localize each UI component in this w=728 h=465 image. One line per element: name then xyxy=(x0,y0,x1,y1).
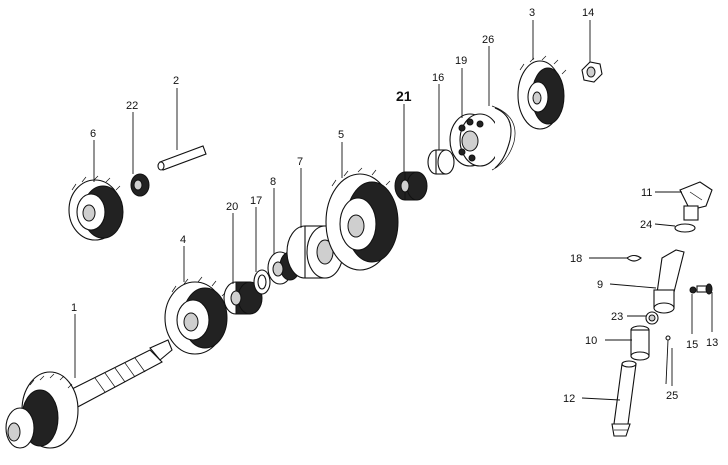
part-labels: 1 2 3 4 5 6 7 8 9 10 11 12 13 14 15 16 1… xyxy=(71,7,718,405)
part-21-needle-bearing xyxy=(394,171,428,201)
label-10: 10 xyxy=(585,335,597,347)
part-24-o-ring xyxy=(674,223,696,233)
label-20: 20 xyxy=(226,201,238,213)
label-1: 1 xyxy=(71,302,77,314)
label-3: 3 xyxy=(529,7,535,19)
part-9-shift-shaft xyxy=(653,249,685,314)
part-17-ring xyxy=(253,269,271,295)
label-7: 7 xyxy=(297,156,303,168)
part-19-ball-bearing xyxy=(449,113,501,167)
part-6-gear xyxy=(68,175,124,241)
part-11-arm xyxy=(679,181,713,221)
label-14: 14 xyxy=(582,7,594,19)
leader-lines xyxy=(74,20,713,401)
label-9: 9 xyxy=(597,279,603,291)
label-17: 17 xyxy=(250,195,262,207)
part-1-mainshaft xyxy=(5,339,173,449)
part-13-bolt xyxy=(696,283,713,295)
label-12: 12 xyxy=(563,393,575,405)
part-25-pin xyxy=(665,335,671,385)
label-22: 22 xyxy=(126,100,138,112)
label-15: 15 xyxy=(686,339,698,351)
label-21: 21 xyxy=(396,88,412,104)
label-24: 24 xyxy=(640,219,652,231)
part-23-collar xyxy=(645,311,659,325)
label-18: 18 xyxy=(570,253,582,265)
label-25: 25 xyxy=(666,390,678,402)
label-5: 5 xyxy=(338,129,344,141)
label-19: 19 xyxy=(455,55,467,67)
part-7-synchro-sleeve xyxy=(286,225,344,279)
part-12-shaft xyxy=(611,360,637,437)
label-26: 26 xyxy=(482,34,494,46)
part-15-washer xyxy=(689,286,697,294)
part-16-collar xyxy=(427,149,455,175)
label-23: 23 xyxy=(611,311,623,323)
label-11: 11 xyxy=(641,187,652,199)
part-10-sleeve xyxy=(630,325,650,361)
part-26-snap-ring xyxy=(491,105,516,171)
label-8: 8 xyxy=(270,176,276,188)
part-18-clip xyxy=(626,254,642,262)
part-20-needle-bearing xyxy=(223,281,263,315)
part-5-gear xyxy=(325,167,399,271)
label-6: 6 xyxy=(90,128,96,140)
part-2-pin xyxy=(157,145,207,171)
label-4: 4 xyxy=(180,234,186,246)
part-22-needle-bearing xyxy=(130,173,150,197)
label-16: 16 xyxy=(432,72,444,84)
label-2: 2 xyxy=(173,75,179,87)
part-4-gear xyxy=(164,276,228,355)
part-14-nut xyxy=(581,61,603,83)
part-3-gear xyxy=(517,55,567,130)
label-13: 13 xyxy=(706,337,718,349)
